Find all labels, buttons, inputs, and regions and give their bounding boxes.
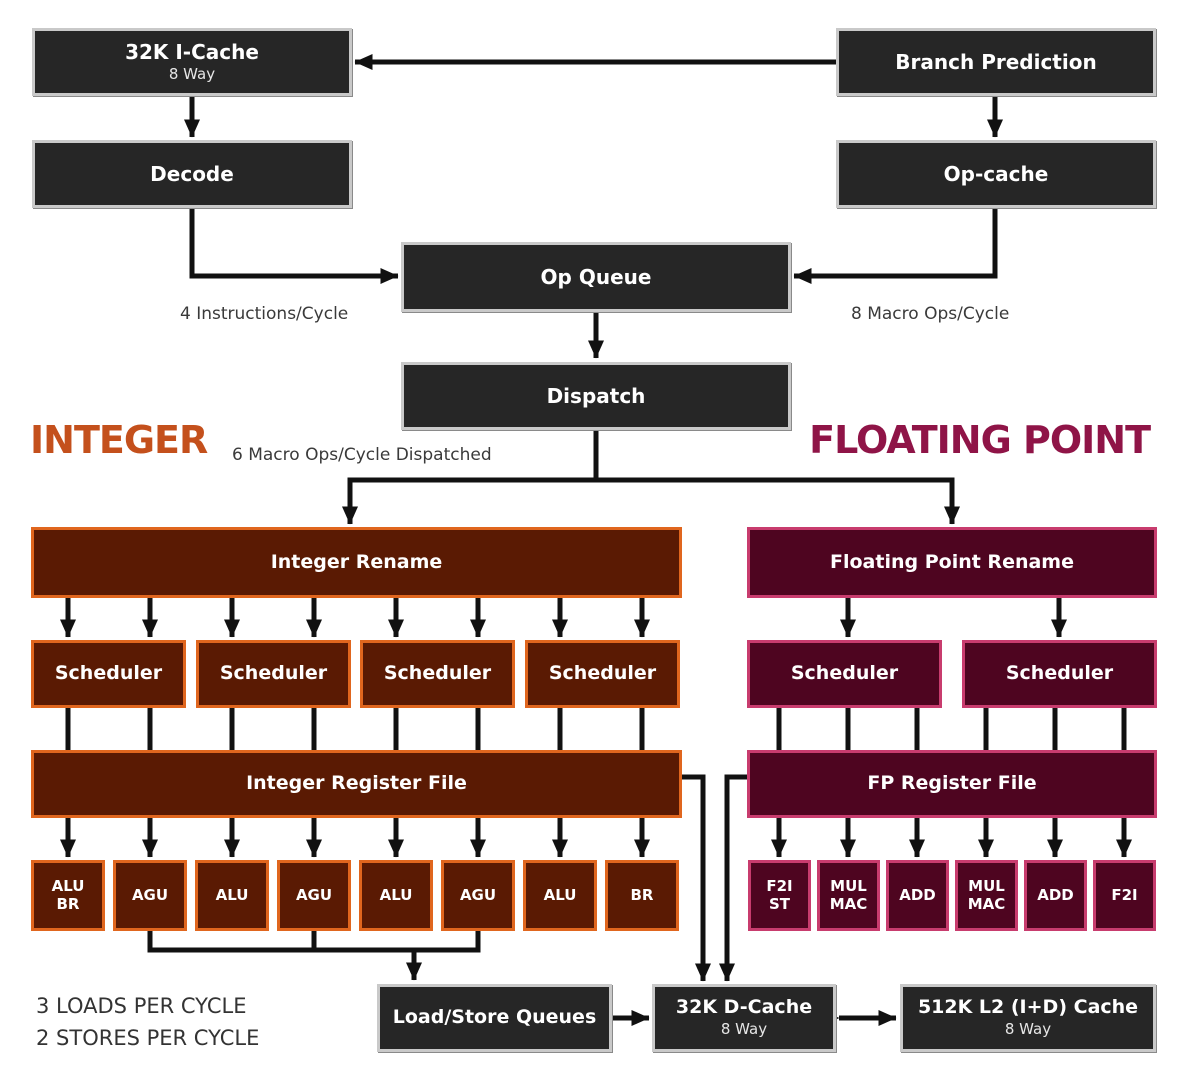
branch-prediction-box: Branch Prediction (836, 28, 1156, 96)
unit-label: MAC (829, 894, 868, 913)
load-store-queues-label: Load/Store Queues (392, 1006, 597, 1029)
unit-label: MUL (830, 877, 867, 896)
unit-label: MAC (967, 894, 1006, 913)
decode-box: Decode (32, 140, 352, 208)
unit-label: ALU (543, 885, 577, 904)
dispatch-box: Dispatch (401, 362, 791, 430)
int-unit-alu-3: ALU (359, 860, 433, 931)
decode-rate-label: 4 Instructions/Cycle (180, 304, 349, 324)
integer-register-file-box: Integer Register File (31, 750, 682, 818)
opcache-rate-label: 8 Macro Ops/Cycle (851, 304, 1010, 324)
unit-label: ALU (51, 877, 85, 896)
fp-scheduler-2: Scheduler (962, 640, 1157, 708)
integer-rename-box: Integer Rename (31, 527, 682, 598)
unit-label: ALU (215, 885, 249, 904)
arrow-dispatch-to-int-rename (342, 477, 596, 525)
scheduler-label: Scheduler (790, 662, 899, 685)
arrow-opcache-to-opqueue (793, 208, 998, 285)
load-store-queues-box: Load/Store Queues (377, 984, 612, 1052)
int-unit-alu-2: ALU (195, 860, 269, 931)
fp-unit-f2i: F2I (1093, 860, 1156, 931)
op-queue-box: Op Queue (401, 242, 791, 312)
scheduler-label: Scheduler (1005, 662, 1114, 685)
fp-scheduler-1: Scheduler (747, 640, 942, 708)
integer-rename-label: Integer Rename (270, 550, 443, 573)
integer-scheduler-1: Scheduler (31, 640, 186, 708)
icache-box: 32K I-Cache 8 Way (32, 28, 352, 96)
int-unit-agu-3: AGU (441, 860, 515, 931)
unit-label: F2I (766, 877, 793, 896)
int-unit-agu-2: AGU (277, 860, 351, 931)
fp-unit-mul-mac-1: MUL MAC (817, 860, 880, 931)
fp-register-file-label: FP Register File (867, 772, 1037, 795)
icache-title: 32K I-Cache (125, 39, 259, 64)
dispatch-label: Dispatch (546, 383, 646, 408)
fp-unit-f2i-st: F2I ST (748, 860, 811, 931)
l2-cache-title: 512K L2 (I+D) Cache (917, 996, 1139, 1019)
unit-label: ALU (379, 885, 413, 904)
fp-unit-add-1: ADD (886, 860, 949, 931)
dcache-sub: 8 Way (720, 1020, 768, 1039)
decode-label: Decode (150, 161, 234, 186)
scheduler-label: Scheduler (383, 662, 492, 685)
unit-label: ADD (899, 885, 936, 904)
fp-rename-box: Floating Point Rename (747, 527, 1157, 598)
arrow-decode-to-opqueue (189, 208, 399, 284)
int-unit-agu-1: AGU (113, 860, 187, 931)
integer-heading: INTEGER (30, 418, 208, 462)
int-unit-br: BR (605, 860, 679, 931)
unit-label: ST (768, 894, 791, 913)
unit-label: F2I (1111, 885, 1138, 904)
op-cache-box: Op-cache (836, 140, 1156, 208)
integer-register-file-label: Integer Register File (246, 772, 467, 795)
arrow-fprf-to-dcache (719, 774, 747, 982)
scheduler-label: Scheduler (548, 662, 657, 685)
fp-unit-add-2: ADD (1024, 860, 1087, 931)
arrow-dispatch-to-fp-rename (596, 477, 961, 525)
integer-scheduler-2: Scheduler (196, 640, 351, 708)
unit-label: BR (630, 885, 654, 904)
l2-cache-box: 512K L2 (I+D) Cache 8 Way (900, 984, 1156, 1052)
fp-register-file-box: FP Register File (747, 750, 1157, 818)
branch-prediction-label: Branch Prediction (895, 49, 1097, 74)
scheduler-label: Scheduler (219, 662, 328, 685)
dispatch-rate-label: 6 Macro Ops/Cycle Dispatched (232, 445, 492, 465)
integer-scheduler-4: Scheduler (525, 640, 680, 708)
load-store-notes: 3 LOADS PER CYCLE 2 STORES PER CYCLE (36, 990, 259, 1054)
unit-label: BR (56, 894, 80, 913)
unit-label: AGU (459, 885, 497, 904)
unit-label: ADD (1037, 885, 1074, 904)
unit-label: AGU (295, 885, 333, 904)
int-unit-alu-br: ALU BR (31, 860, 105, 931)
op-cache-label: Op-cache (943, 161, 1049, 186)
arrow-intrf-to-dcache (682, 774, 712, 982)
unit-label: MUL (968, 877, 1005, 896)
loads-per-cycle-note: 3 LOADS PER CYCLE (36, 994, 247, 1018)
scheduler-label: Scheduler (54, 662, 163, 685)
integer-scheduler-3: Scheduler (360, 640, 515, 708)
dcache-box: 32K D-Cache 8 Way (652, 984, 836, 1052)
unit-label: AGU (131, 885, 169, 904)
stores-per-cycle-note: 2 STORES PER CYCLE (36, 1026, 260, 1050)
fp-rename-label: Floating Point Rename (830, 550, 1074, 573)
int-unit-alu-4: ALU (523, 860, 597, 931)
floating-point-heading: FLOATING POINT (809, 418, 1151, 462)
l2-cache-sub: 8 Way (1004, 1020, 1052, 1039)
dcache-title: 32K D-Cache (675, 996, 813, 1019)
op-queue-label: Op Queue (540, 264, 652, 289)
fp-unit-mul-mac-2: MUL MAC (955, 860, 1018, 931)
icache-sub: 8 Way (168, 64, 216, 83)
